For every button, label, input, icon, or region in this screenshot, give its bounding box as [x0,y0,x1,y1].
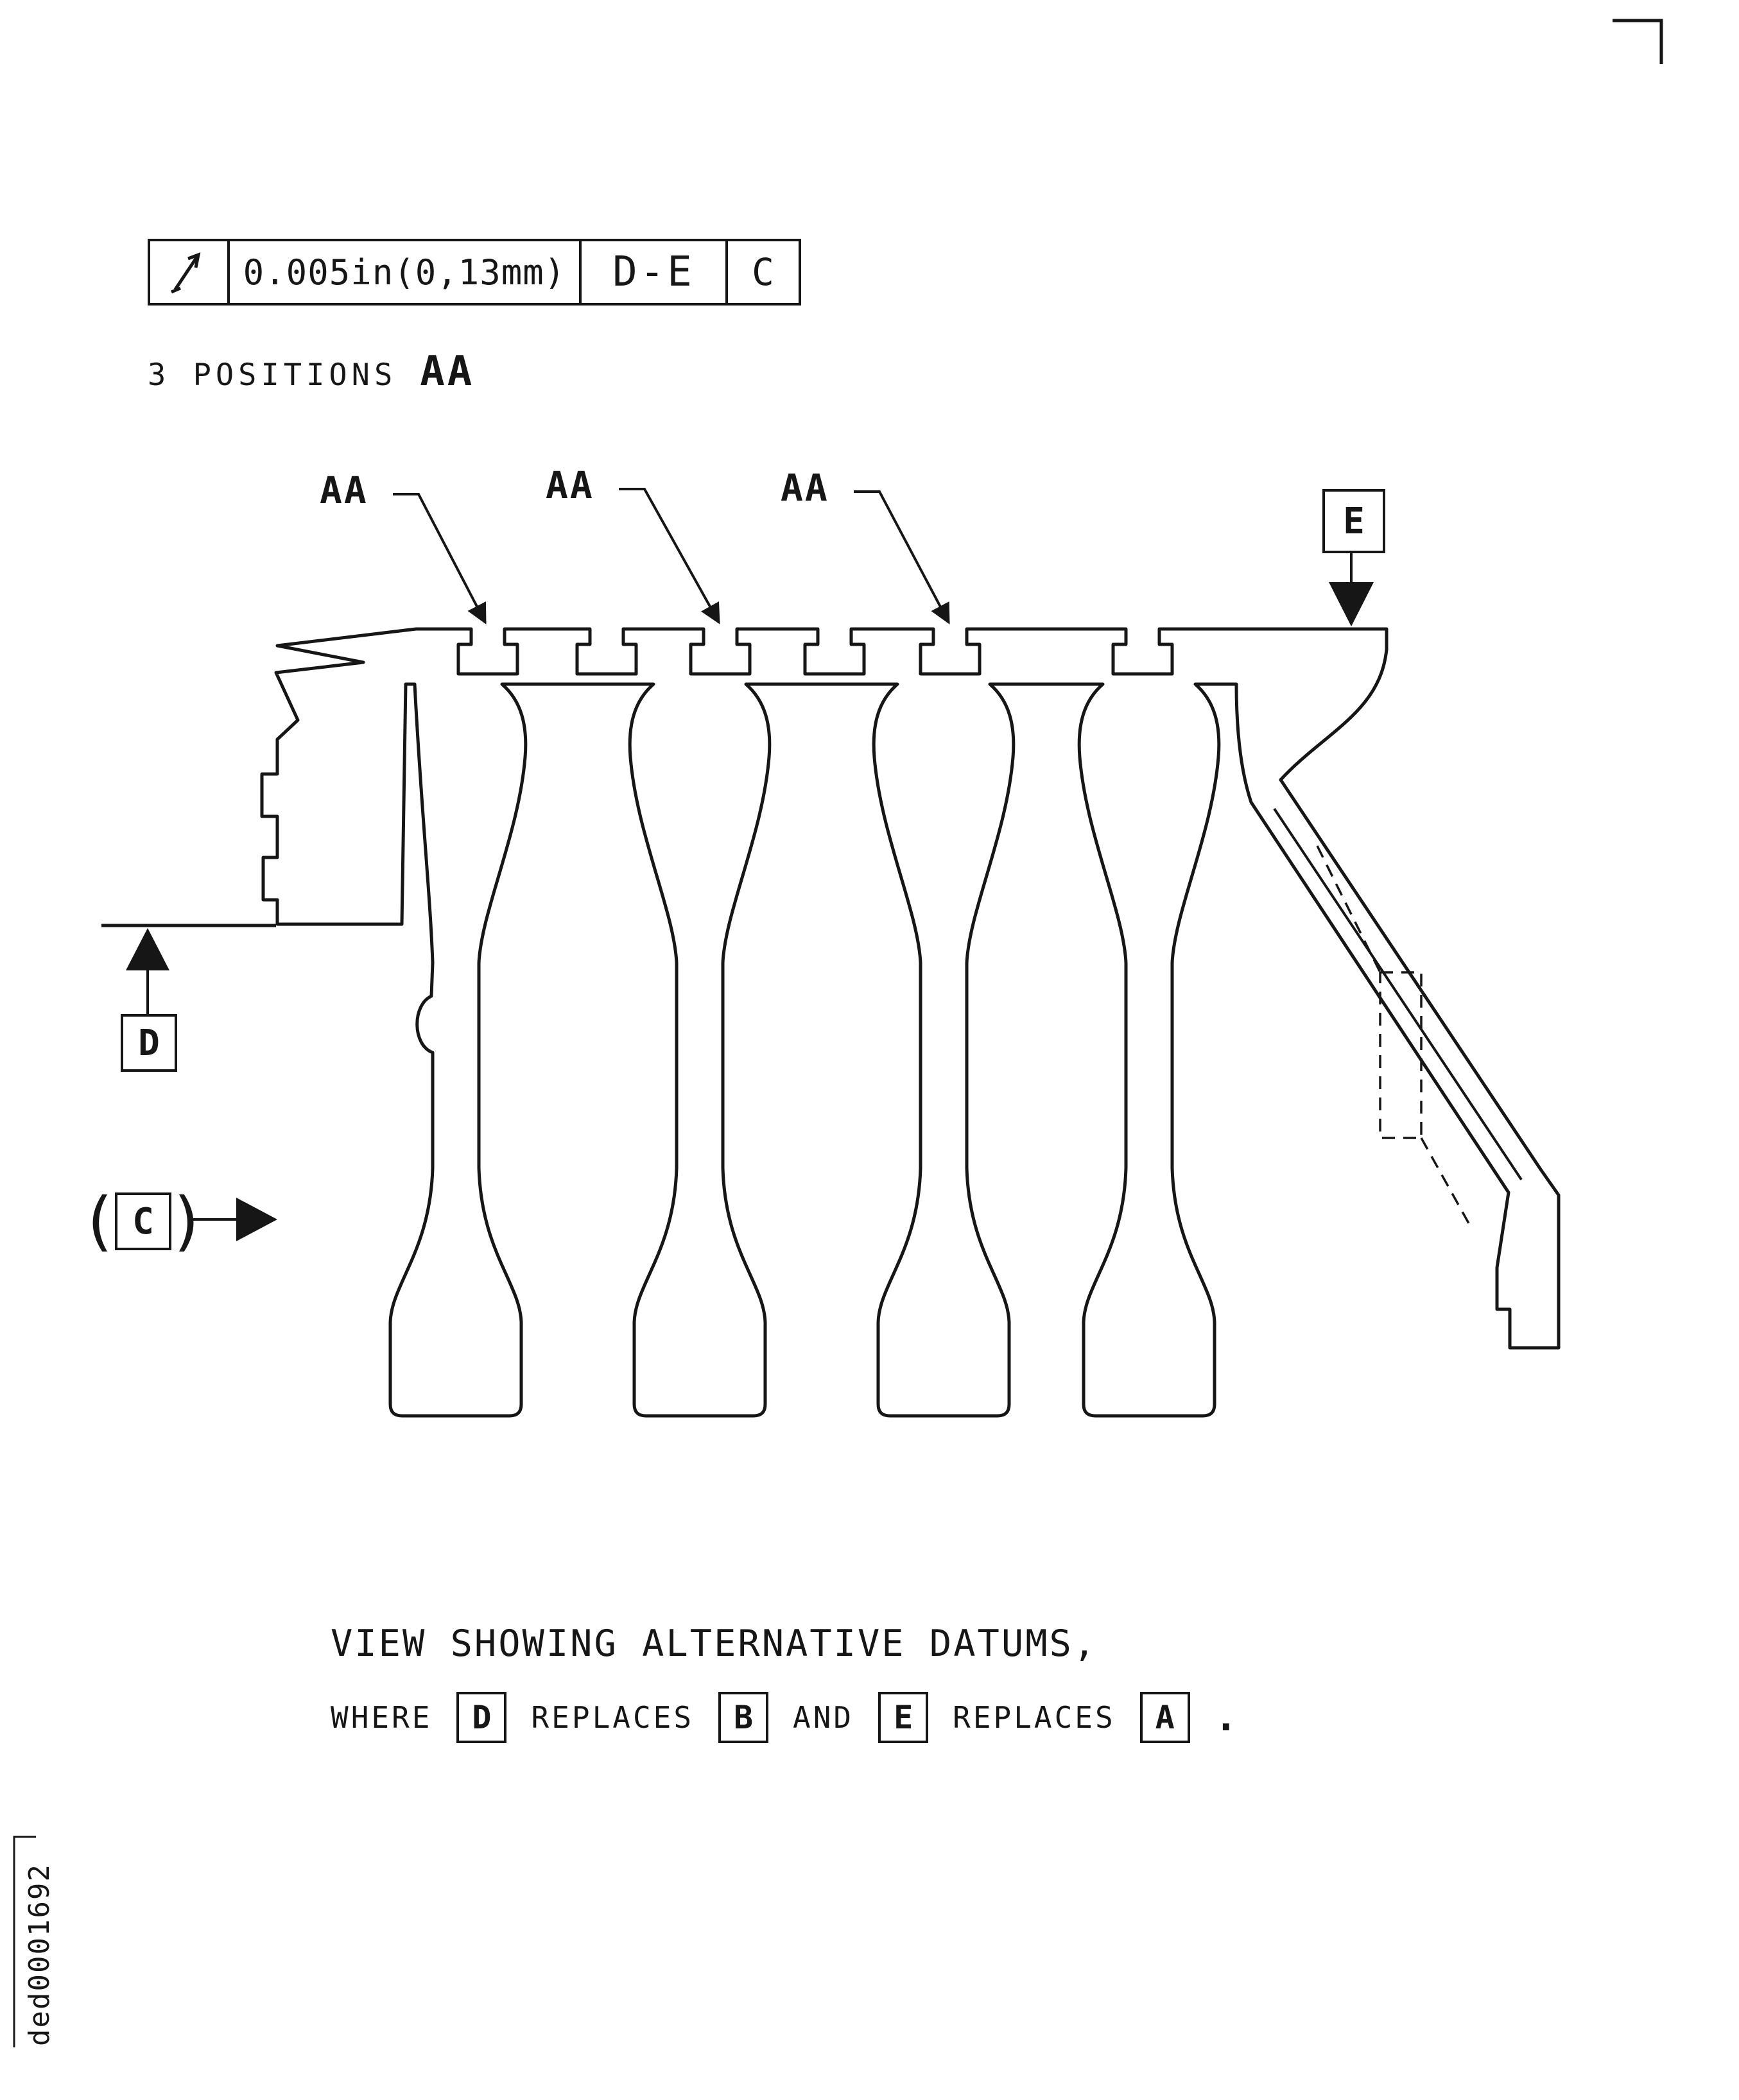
datum-e-triangle [1329,582,1374,626]
runout-arrow-icon [171,252,201,294]
cross-section-outline [260,627,1561,1418]
caption-where: WHERE [331,1700,433,1735]
caption-period: . [1214,1695,1238,1740]
docnum-bracket [13,1836,36,2047]
datum-c-triangle [236,1198,277,1241]
caption-replaces-1: REPLACES [531,1700,695,1735]
primary-datum-reference: D-E [582,241,728,303]
datum-c-label: C [115,1192,172,1250]
open-paren: ( [87,1183,113,1259]
caption-datum-a: A [1139,1692,1190,1743]
close-paren: ) [174,1183,200,1259]
positions-count: 3 POSITIONS [148,357,397,393]
aa-callout-2: AA [546,463,594,507]
tertiary-datum-reference: C [752,250,775,294]
datum-d-triangle [126,928,169,970]
document-number: ded0001692 [23,1863,56,2046]
datum-d-label: D [121,1014,177,1072]
caption-replaces-2: REPLACES [953,1700,1116,1735]
datum-c-group: ( C ) [87,1183,200,1259]
caption-datum-d: D [456,1692,507,1743]
caption-line2: WHERE D REPLACES B AND E REPLACES A . [331,1692,1238,1743]
sheet-corner-mark [1613,19,1663,64]
caption-datum-b: B [718,1692,769,1743]
caption-line1: VIEW SHOWING ALTERNATIVE DATUMS, [331,1622,1098,1665]
datum-e-label: E [1322,489,1385,553]
feature-control-frame: 0.005in(0,13mm) D-E C [148,239,801,306]
tolerance-value: 0.005in(0,13mm) [230,241,582,303]
caption-and: AND [793,1700,854,1735]
aa-leaders [393,488,950,624]
aa-callout-1: AA [320,469,368,512]
runout-symbol-cell [150,241,230,303]
arm-inner-edge-line [1273,807,1523,1181]
positions-feature-label: AA [420,348,475,395]
aa-callout-3: AA [781,466,829,510]
caption-datum-e: E [878,1692,929,1743]
positions-note: 3 POSITIONS AA [148,348,474,395]
hidden-lines [1316,845,1470,1224]
